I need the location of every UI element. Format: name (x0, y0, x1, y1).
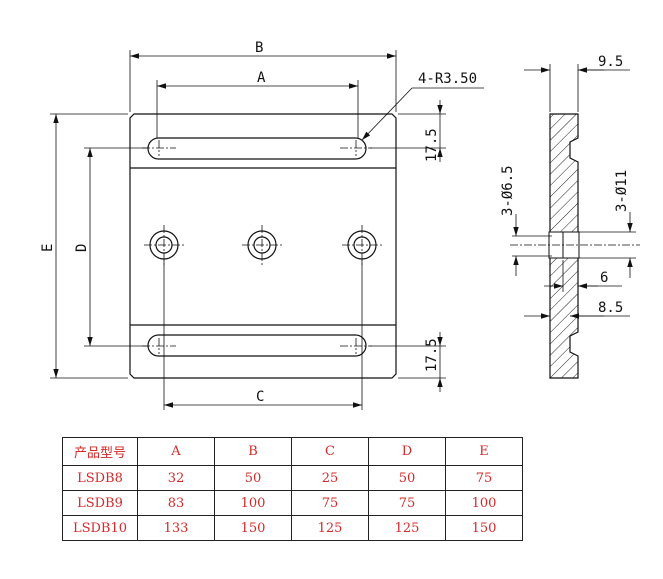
cell-a: 83 (137, 490, 215, 516)
cell-model: LSDB9 (62, 490, 138, 516)
dimension-counterbore (544, 260, 622, 292)
side-view (510, 113, 640, 379)
large-hole-label: 3-Ø11 (614, 170, 630, 212)
cell-b: 100 (214, 490, 292, 516)
dimension-c (163, 260, 363, 410)
header-b: B (214, 437, 292, 466)
cell-a: 32 (137, 465, 215, 491)
dimension-thickness (524, 64, 630, 112)
top-slot (147, 137, 367, 160)
plate-outline (129, 113, 397, 379)
cell-e: 100 (445, 490, 523, 516)
dimension-small-hole (512, 214, 552, 276)
cell-b: 150 (214, 515, 292, 541)
header-e: E (445, 437, 523, 466)
bottom-offset-label: 17.5 (424, 338, 440, 372)
dimension-large-hole (578, 212, 636, 278)
header-d: D (368, 437, 446, 466)
cell-d: 75 (368, 490, 446, 516)
cell-e: 75 (445, 465, 523, 491)
header-a: A (137, 437, 215, 466)
radius-label: 4-R3.50 (418, 71, 477, 87)
dimension-c-label: C (256, 389, 264, 405)
table-row: LSDB10 133 150 125 125 150 (62, 515, 523, 541)
table-row: LSDB9 83 100 75 75 100 (62, 490, 523, 516)
cell-c: 25 (291, 465, 369, 491)
bottom-slot (147, 334, 367, 357)
dimension-bottom-offset (370, 332, 446, 392)
dimension-d-label: D (74, 244, 90, 252)
dimension-b (129, 50, 397, 112)
table-row: LSDB8 32 50 25 50 75 (62, 465, 523, 491)
header-c: C (291, 437, 369, 466)
cell-a: 133 (137, 515, 215, 541)
cell-b: 50 (214, 465, 292, 491)
cell-model: LSDB10 (62, 515, 138, 541)
dimension-b-label: B (255, 40, 263, 56)
slot-depth-label: 8.5 (598, 300, 623, 316)
cell-d: 50 (368, 465, 446, 491)
cell-c: 75 (291, 490, 369, 516)
cell-model: LSDB8 (62, 465, 138, 491)
small-hole-label: 3-Ø6.5 (500, 165, 516, 216)
spec-table: 产品型号 A B C D E LSDB8 32 50 25 50 75 LSDB… (62, 437, 523, 541)
dimension-d (84, 147, 148, 347)
dimension-e (50, 113, 128, 379)
top-offset-label: 17.5 (424, 128, 440, 162)
thickness-label: 9.5 (598, 54, 623, 70)
dimension-top-offset (370, 100, 446, 162)
counterbore-label: 6 (600, 270, 608, 286)
table-header-row: 产品型号 A B C D E (62, 437, 523, 466)
dimension-e-label: E (40, 244, 56, 252)
radius-leader (361, 87, 484, 141)
dimension-a-label: A (257, 70, 266, 86)
cell-d: 125 (368, 515, 446, 541)
cell-c: 125 (291, 515, 369, 541)
header-model: 产品型号 (62, 437, 138, 466)
dimension-a (156, 80, 359, 138)
cell-e: 150 (445, 515, 523, 541)
